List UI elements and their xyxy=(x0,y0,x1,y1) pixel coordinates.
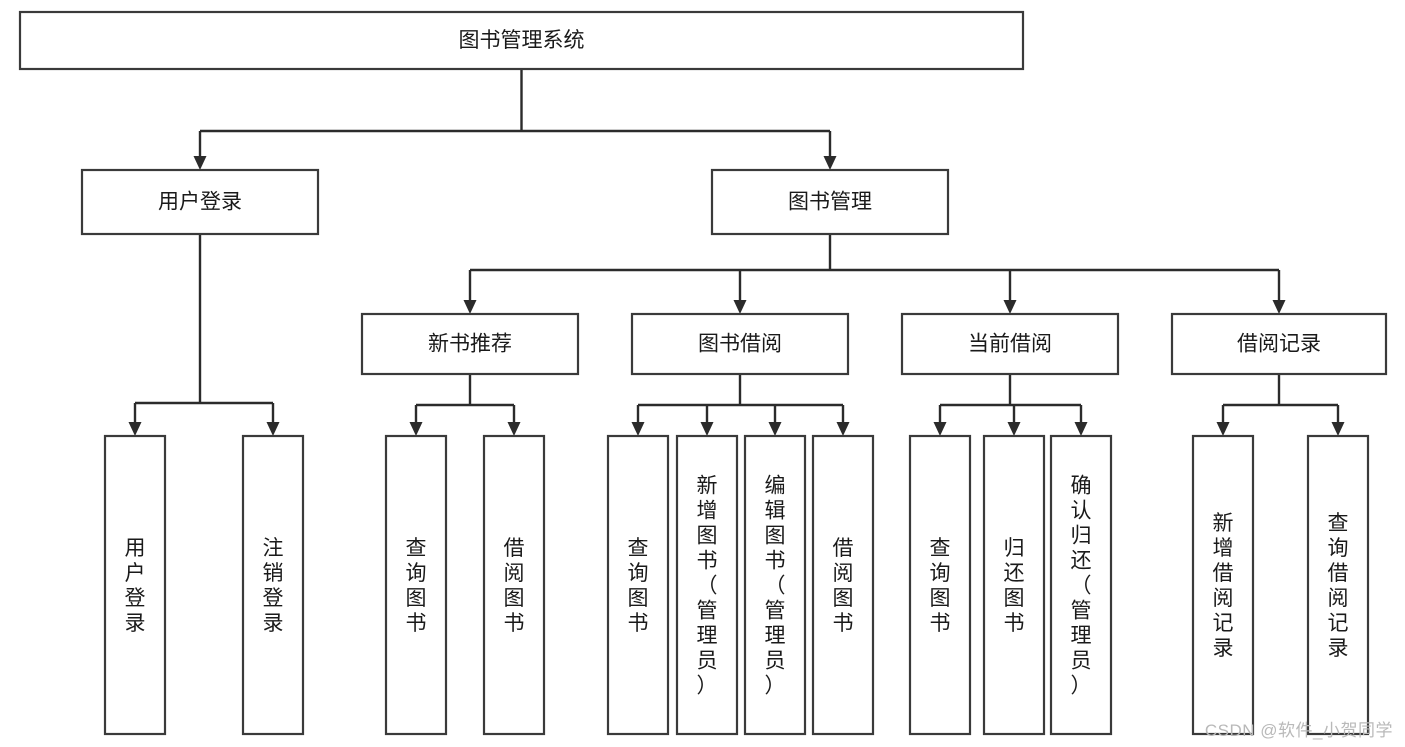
node-leaf-query-book-3[interactable]: 查询图书 xyxy=(908,434,972,736)
node-label-new-book-recommend: 新书推荐 xyxy=(428,333,512,356)
arrow-new-book-recommend-arrowhead xyxy=(463,300,477,314)
node-label-leaf-query-book-2: 查询图书 xyxy=(628,537,649,635)
node-label-leaf-borrow-book-1: 借阅图书 xyxy=(504,537,525,635)
node-label-book-management: 图书管理 xyxy=(788,191,872,214)
watermark-text: CSDN @软件_小贺同学 xyxy=(1204,721,1393,740)
node-label-leaf-query-book-3: 查询图书 xyxy=(930,537,951,635)
node-box-current-borrow xyxy=(900,312,1120,376)
node-label-leaf-edit-book-admin: 编辑图书（管理员） xyxy=(765,475,786,698)
node-box-root xyxy=(18,10,1025,71)
arrow-leaf-user-login-arrowhead xyxy=(128,422,142,436)
arrow-borrow-record-arrowhead xyxy=(1272,300,1286,314)
node-box-leaf-borrow-book-2 xyxy=(811,434,875,736)
arrow-leaf-add-borrow-record-arrowhead xyxy=(1216,422,1230,436)
node-box-leaf-user-login xyxy=(103,434,167,736)
node-box-leaf-return-book xyxy=(982,434,1046,736)
node-box-leaf-confirm-return-admin xyxy=(1049,434,1113,736)
node-root[interactable]: 图书管理系统 xyxy=(18,10,1025,71)
arrow-leaf-borrow-book-2-arrowhead xyxy=(836,422,850,436)
node-box-leaf-query-book-1 xyxy=(384,434,448,736)
node-box-leaf-query-book-3 xyxy=(908,434,972,736)
node-leaf-edit-book-admin[interactable]: 编辑图书（管理员） xyxy=(743,434,807,736)
arrow-leaf-logout-arrowhead xyxy=(266,422,280,436)
arrow-leaf-add-book-admin-arrowhead xyxy=(700,422,714,436)
node-label-leaf-query-borrow-record: 查询借阅记录 xyxy=(1328,512,1349,660)
node-label-borrow-record: 借阅记录 xyxy=(1237,333,1321,356)
node-label-leaf-return-book: 归还图书 xyxy=(1004,537,1025,635)
node-box-leaf-query-book-2 xyxy=(606,434,670,736)
node-leaf-confirm-return-admin[interactable]: 确认归还（管理员） xyxy=(1049,434,1113,736)
node-leaf-query-borrow-record[interactable]: 查询借阅记录 xyxy=(1306,434,1370,736)
node-label-user-login: 用户登录 xyxy=(158,191,242,214)
node-label-leaf-query-book-1: 查询图书 xyxy=(406,537,427,635)
arrow-leaf-return-book-arrowhead xyxy=(1007,422,1021,436)
node-leaf-add-book-admin[interactable]: 新增图书（管理员） xyxy=(675,434,739,736)
node-box-book-management xyxy=(710,168,950,236)
node-box-leaf-add-borrow-record xyxy=(1191,434,1255,736)
arrow-leaf-borrow-book-1-arrowhead xyxy=(507,422,521,436)
arrow-leaf-query-book-3-arrowhead xyxy=(933,422,947,436)
node-label-leaf-borrow-book-2: 借阅图书 xyxy=(833,537,854,635)
node-label-current-borrow: 当前借阅 xyxy=(968,333,1052,356)
node-leaf-borrow-book-2[interactable]: 借阅图书 xyxy=(811,434,875,736)
node-leaf-logout[interactable]: 注销登录 xyxy=(241,434,305,736)
node-new-book-recommend[interactable]: 新书推荐 xyxy=(360,312,580,376)
node-label-leaf-add-borrow-record: 新增借阅记录 xyxy=(1213,512,1234,660)
node-leaf-query-book-2[interactable]: 查询图书 xyxy=(606,434,670,736)
node-label-leaf-logout: 注销登录 xyxy=(263,537,284,635)
node-box-book-borrow xyxy=(630,312,850,376)
node-leaf-borrow-book-1[interactable]: 借阅图书 xyxy=(482,434,546,736)
node-box-leaf-add-book-admin xyxy=(675,434,739,736)
node-label-leaf-user-login: 用户登录 xyxy=(125,537,146,635)
node-leaf-query-book-1[interactable]: 查询图书 xyxy=(384,434,448,736)
arrow-leaf-query-borrow-record-arrowhead xyxy=(1331,422,1345,436)
connector-layer xyxy=(128,69,1345,436)
node-label-root: 图书管理系统 xyxy=(459,29,585,52)
node-leaf-user-login[interactable]: 用户登录 xyxy=(103,434,167,736)
arrow-leaf-query-book-1-arrowhead xyxy=(409,422,423,436)
node-label-leaf-confirm-return-admin: 确认归还（管理员） xyxy=(1071,475,1092,698)
node-leaf-return-book[interactable]: 归还图书 xyxy=(982,434,1046,736)
arrow-leaf-edit-book-admin-arrowhead xyxy=(768,422,782,436)
node-box-user-login xyxy=(80,168,320,236)
node-box-leaf-query-borrow-record xyxy=(1306,434,1370,736)
arrow-leaf-query-book-2-arrowhead xyxy=(631,422,645,436)
node-label-leaf-add-book-admin: 新增图书（管理员） xyxy=(697,475,718,698)
node-book-borrow[interactable]: 图书借阅 xyxy=(630,312,850,376)
node-book-management[interactable]: 图书管理 xyxy=(710,168,950,236)
arrow-book-management-arrowhead xyxy=(823,156,837,170)
arrow-user-login-arrowhead xyxy=(193,156,207,170)
arrow-current-borrow-arrowhead xyxy=(1003,300,1017,314)
arrow-book-borrow-arrowhead xyxy=(733,300,747,314)
node-layer: 图书管理系统用户登录图书管理新书推荐图书借阅当前借阅借阅记录用户登录注销登录查询… xyxy=(18,10,1388,736)
node-box-leaf-edit-book-admin xyxy=(743,434,807,736)
node-leaf-add-borrow-record[interactable]: 新增借阅记录 xyxy=(1191,434,1255,736)
node-user-login[interactable]: 用户登录 xyxy=(80,168,320,236)
node-borrow-record[interactable]: 借阅记录 xyxy=(1170,312,1388,376)
node-box-leaf-borrow-book-1 xyxy=(482,434,546,736)
node-box-new-book-recommend xyxy=(360,312,580,376)
arrow-leaf-confirm-return-admin-arrowhead xyxy=(1074,422,1088,436)
node-box-borrow-record xyxy=(1170,312,1388,376)
node-label-book-borrow: 图书借阅 xyxy=(698,333,782,356)
node-box-leaf-logout xyxy=(241,434,305,736)
node-current-borrow[interactable]: 当前借阅 xyxy=(900,312,1120,376)
